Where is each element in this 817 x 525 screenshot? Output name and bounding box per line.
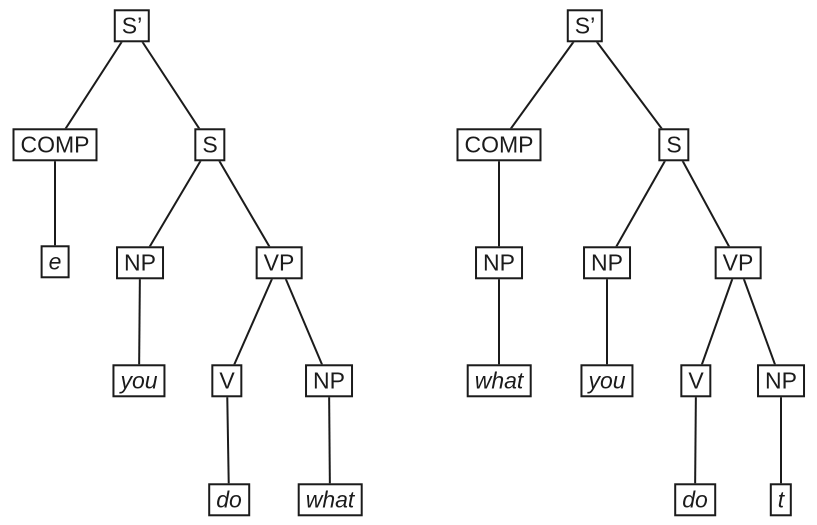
tree-node-left-tree-sbar: S’ <box>113 9 151 43</box>
tree-node-left-tree-what: what <box>297 483 363 517</box>
tree-node-left-tree-e: e <box>40 245 70 279</box>
tree-node-right-tree-np-comp: NP <box>475 246 523 280</box>
tree-edge-right-tree-sbar-s <box>584 25 675 146</box>
tree-node-right-tree-comp: COMP <box>456 128 542 162</box>
tree-node-right-tree-v: V <box>680 364 712 398</box>
tree-edge-right-tree-vp-np-obj <box>737 262 782 382</box>
tree-node-right-tree-do: do <box>674 483 716 517</box>
tree-edge-left-tree-np-obj-what <box>328 380 331 501</box>
tree-node-left-tree-comp: COMP <box>12 128 98 162</box>
tree-edge-left-tree-sbar-comp <box>54 25 133 146</box>
tree-node-right-tree-s: S <box>658 128 690 162</box>
tree-node-right-tree-np-subj: NP <box>583 246 631 280</box>
tree-node-left-tree-do: do <box>208 483 250 517</box>
tree-node-left-tree-you: you <box>112 364 166 398</box>
tree-edge-left-tree-vp-v <box>226 262 280 382</box>
tree-edge-right-tree-vp-v <box>695 262 739 382</box>
tree-node-right-tree-you: you <box>580 364 634 398</box>
tree-node-left-tree-np-obj: NP <box>305 364 353 398</box>
tree-node-right-tree-what: what <box>466 364 532 398</box>
tree-node-left-tree-vp: VP <box>255 246 303 280</box>
tree-edge-left-tree-s-np-subj <box>139 144 211 264</box>
tree-edge-left-tree-vp-np-obj <box>278 262 330 382</box>
tree-node-left-tree-s: S <box>194 128 226 162</box>
tree-edge-left-tree-v-do <box>226 380 230 501</box>
tree-edge-right-tree-v-do <box>694 380 697 501</box>
tree-edge-right-tree-s-vp <box>673 144 739 264</box>
tree-node-left-tree-np-subj: NP <box>116 246 164 280</box>
tree-node-left-tree-v: V <box>211 364 243 398</box>
tree-edge-right-tree-s-np-subj <box>606 144 675 264</box>
tree-edge-right-tree-sbar-comp <box>498 25 586 146</box>
tree-node-right-tree-np-obj: NP <box>757 364 805 398</box>
tree-edge-left-tree-s-vp <box>209 144 280 264</box>
tree-edge-left-tree-sbar-s <box>131 25 211 146</box>
tree-node-right-tree-sbar: S’ <box>566 9 604 43</box>
tree-node-right-tree-t: t <box>769 483 793 517</box>
tree-node-right-tree-vp: VP <box>714 246 762 280</box>
tree-edge-left-tree-np-subj-you <box>138 262 141 382</box>
